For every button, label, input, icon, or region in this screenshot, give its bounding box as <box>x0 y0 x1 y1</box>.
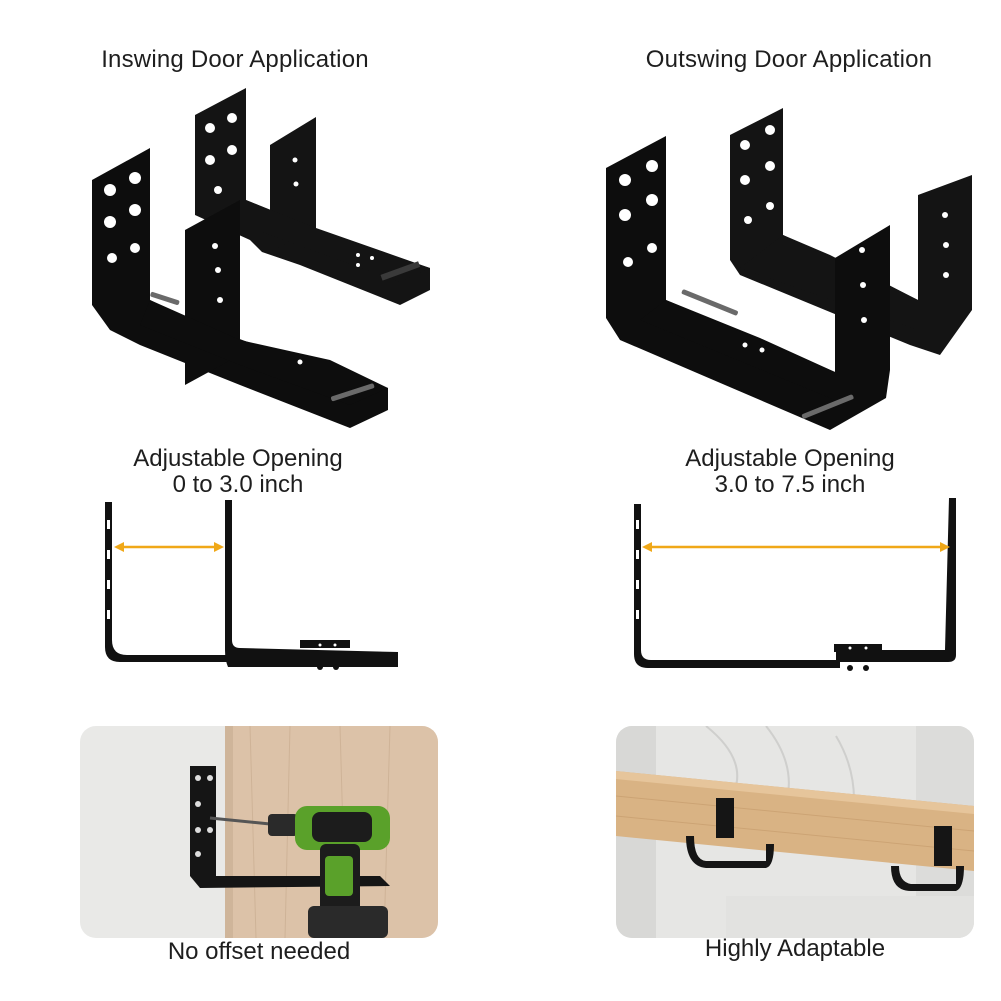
outswing-adjust-heading: Adjustable Opening <box>685 445 895 472</box>
inswing-brackets-illustration <box>92 88 430 428</box>
install-caption: No offset needed <box>167 938 351 965</box>
shelf-caption: Highly Adaptable <box>704 935 886 962</box>
shelf-bracket-right <box>891 826 964 891</box>
outswing-adjust-range: 3.0 to 7.5 inch <box>714 471 866 498</box>
outswing-title: Outswing Door Application <box>645 46 933 73</box>
inswing-opening-arrow <box>114 542 224 552</box>
drill-icon <box>209 806 390 938</box>
inswing-adjust-range: 0 to 3.0 inch <box>172 471 304 498</box>
outswing-profile-diagram <box>634 498 956 671</box>
install-photo <box>80 726 438 938</box>
shelf-photo <box>616 726 974 938</box>
outswing-brackets-illustration <box>606 108 972 430</box>
inswing-title: Inswing Door Application <box>101 46 369 73</box>
wood-shelf <box>616 771 974 871</box>
bracket-on-wall <box>190 766 216 876</box>
outswing-opening-arrow <box>642 542 950 552</box>
shelf-bracket-left <box>686 798 774 868</box>
inswing-profile-diagram <box>105 500 398 670</box>
inswing-adjust-heading: Adjustable Opening <box>133 445 343 472</box>
